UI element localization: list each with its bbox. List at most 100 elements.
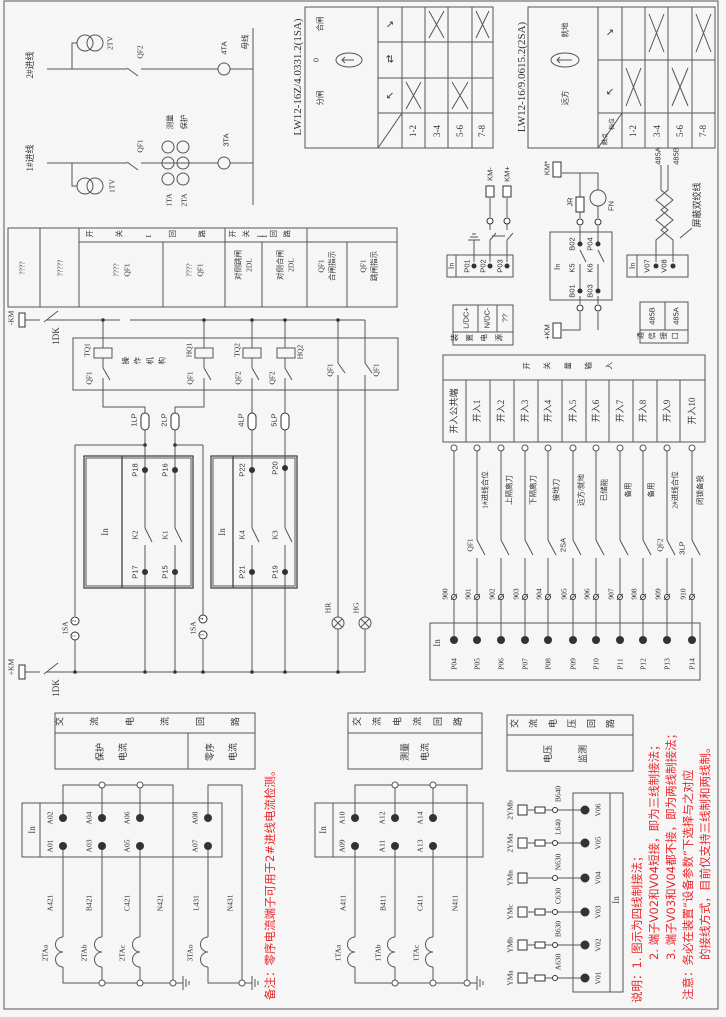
terminal-slash bbox=[544, 593, 552, 601]
ct-label: 2TAa bbox=[41, 944, 50, 961]
wire-label: A411 bbox=[339, 895, 348, 912]
sa1-zero: 0 bbox=[312, 58, 321, 62]
contact-label: QF1 bbox=[186, 371, 195, 385]
ac-measure-label: 电流 bbox=[419, 743, 430, 761]
wire-label: C421 bbox=[123, 895, 132, 912]
terminal-dot bbox=[497, 636, 505, 644]
contact-label: QF2 bbox=[268, 371, 277, 385]
tv1-label: 1TV bbox=[108, 179, 117, 193]
ac-measure-title: 交流电流回路 bbox=[351, 717, 463, 726]
function-item: 对侧跳闸 bbox=[233, 250, 243, 280]
note-line: 3. 端子V03和V04都不接，即为两线制接法； bbox=[664, 728, 678, 960]
wire-number: 908 bbox=[630, 588, 639, 600]
ct-3ta-icon bbox=[217, 156, 231, 170]
terminal-dot bbox=[580, 940, 590, 950]
wire-number: 902 bbox=[488, 588, 497, 600]
sa2-model: LW12-16/9.0615.2(2SA) bbox=[516, 21, 528, 132]
input-wire bbox=[619, 451, 629, 636]
handle-icon bbox=[550, 52, 580, 68]
comm-module-in: In bbox=[628, 263, 637, 269]
ac-protect-title: 交流电流回路 bbox=[54, 717, 241, 726]
terminal-dot bbox=[450, 636, 458, 644]
ct-label: 1TAc bbox=[412, 944, 421, 961]
terminal-label: P04 bbox=[586, 237, 595, 250]
coil-label: HQ2 bbox=[296, 344, 305, 359]
terminal-label: A02 bbox=[46, 811, 55, 824]
ac-voltage-section: 交流电压回路 电压 监测 In V06B6402YMbV05L6402YMaV0… bbox=[506, 714, 634, 993]
input-node bbox=[639, 444, 647, 452]
function-item: ???? bbox=[185, 263, 194, 277]
ac-protect-label: 电流 bbox=[117, 743, 128, 761]
coil-label: TQ1 bbox=[83, 343, 92, 357]
ct-group-icon bbox=[161, 140, 190, 186]
source-label: YMn bbox=[506, 870, 515, 886]
lp3-label: 3LP bbox=[678, 541, 687, 554]
binary-input-column: 开入2 bbox=[496, 400, 506, 423]
qf1-label: QF1 bbox=[136, 139, 145, 153]
input-function-label: 1#进线合位 bbox=[480, 471, 490, 509]
terminal-label: A01 bbox=[46, 839, 55, 852]
sa1-contact: 3-4 bbox=[432, 125, 442, 137]
input-function-label: 已储能 bbox=[599, 478, 609, 501]
terminal-label: V07 bbox=[643, 259, 652, 272]
relay-box-1-in: In bbox=[100, 528, 110, 536]
coil-icon bbox=[242, 347, 262, 359]
tv1-winding-icon bbox=[76, 177, 94, 195]
fuse-icon bbox=[534, 974, 546, 982]
terminal-slash bbox=[521, 593, 529, 601]
relay-contact-label: K2 bbox=[131, 530, 140, 539]
wire-label: N630 bbox=[554, 853, 563, 870]
input-function-label: 下隔离刀 bbox=[528, 475, 538, 505]
ac-voltage-in: In bbox=[611, 896, 621, 904]
sa2-remote-label: 远方 bbox=[560, 90, 570, 105]
function-col1: ???? bbox=[18, 261, 27, 275]
terminal-label: V02 bbox=[594, 938, 603, 951]
function-item: QF1 bbox=[359, 259, 368, 273]
input-node bbox=[592, 444, 600, 452]
terminal-label: A10 bbox=[338, 811, 347, 824]
terminal-dot bbox=[616, 636, 624, 644]
function-item: QF1 bbox=[123, 263, 132, 277]
sa-label: 1SA bbox=[189, 621, 198, 635]
coil-label: TQ2 bbox=[233, 343, 242, 357]
sa-pin: 1 bbox=[73, 634, 78, 637]
input-node bbox=[663, 444, 671, 452]
terminal-label: A03 bbox=[85, 839, 94, 852]
plate-label: 4LP bbox=[237, 413, 246, 426]
relay-box-2 bbox=[210, 455, 298, 589]
operating-mechanism-box bbox=[72, 337, 399, 391]
control-circuit: -KM +KM 1DK 1DK 操作机构 TQ1 HQ1 TQ2 HQ2 QF1… bbox=[7, 310, 399, 697]
plate-label: 2LP bbox=[160, 413, 169, 426]
ct-3ta-label: 3TA bbox=[222, 133, 231, 146]
terminal-label: A04 bbox=[85, 811, 94, 824]
terminal-dot bbox=[580, 907, 590, 917]
zero-sequence-note: 备注：零序电流端子可用于2#进线电流检测。 bbox=[263, 765, 277, 1000]
coil-icon bbox=[194, 347, 214, 359]
measure-label: 测量 bbox=[166, 114, 175, 129]
terminal-label: A09 bbox=[338, 839, 347, 852]
fuse-icon bbox=[534, 806, 546, 814]
sa2-contact-label: 触点 bbox=[601, 133, 609, 145]
note-line: 注意：务必在装置“设备参数”下选择与之对应 bbox=[681, 770, 695, 1000]
breaker-1dk-label: 1DK bbox=[51, 679, 61, 697]
tv2-label: 2TV bbox=[106, 36, 115, 50]
source-label: 2YMa bbox=[506, 833, 515, 853]
wire-label: A630 bbox=[554, 953, 563, 970]
breaker-1dk-label: 1DK bbox=[51, 327, 61, 345]
terminal-label: P03 bbox=[496, 259, 505, 272]
terminal-slash-icon bbox=[552, 875, 558, 881]
sa-label: 1SA bbox=[61, 621, 70, 635]
power-q-label: ?? bbox=[501, 314, 510, 322]
terminal-slash-icon bbox=[552, 975, 558, 981]
tv1-winding-icon bbox=[86, 177, 104, 195]
fuse-icon bbox=[534, 908, 546, 916]
terminal-label: P22 bbox=[238, 463, 247, 476]
indicator-lamp-icon bbox=[331, 616, 372, 630]
function-item: ???? bbox=[112, 263, 121, 277]
ac-measure-in: In bbox=[318, 826, 328, 834]
terminal-label: P19 bbox=[271, 565, 280, 578]
relay-contact-label: K5 bbox=[568, 263, 577, 272]
input-function-label: 备用 bbox=[646, 483, 656, 498]
power-module: In P01 P02 P03 KM- KM+ L/DC+ N/DC- ?? 装置… bbox=[446, 166, 514, 346]
note-line: 2. 端子V02和V04短接，即为三线制接法； bbox=[647, 739, 661, 960]
